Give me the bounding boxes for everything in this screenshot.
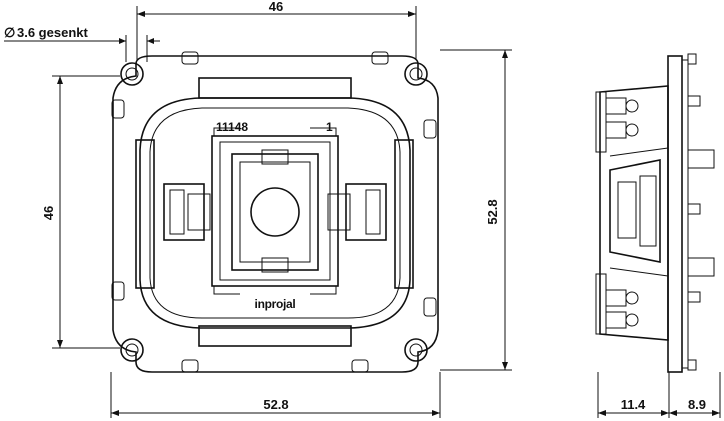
screw-hole-bottom-left bbox=[120, 338, 144, 362]
right-bar bbox=[394, 139, 414, 289]
right-latch bbox=[327, 183, 387, 241]
part-number: 11148 bbox=[216, 120, 248, 134]
dim-depth-2-label: 8.9 bbox=[688, 397, 706, 412]
dim-left-height-label: 46 bbox=[41, 206, 56, 220]
left-latch bbox=[163, 183, 211, 241]
dim-right-height bbox=[440, 49, 512, 371]
screw-hole-top-right bbox=[404, 62, 428, 86]
hole-symbol: ∅ bbox=[4, 25, 15, 40]
dim-bottom-width bbox=[110, 372, 441, 418]
screw-hole-top-left bbox=[120, 62, 144, 86]
left-bar bbox=[135, 139, 155, 289]
hole-label: 3.6 gesenkt bbox=[17, 25, 88, 40]
dim-side-depth bbox=[597, 372, 721, 418]
dim-right-height-label: 52.8 bbox=[485, 199, 500, 224]
side-view bbox=[595, 53, 715, 373]
bottom-bar bbox=[198, 325, 352, 347]
brand-logo: inprojal bbox=[255, 297, 296, 311]
dim-top-width-label: 46 bbox=[269, 0, 283, 14]
center-button bbox=[250, 187, 300, 237]
dim-depth-1-label: 11.4 bbox=[621, 397, 646, 412]
dim-bottom-width-label: 52.8 bbox=[263, 397, 288, 412]
variant-number: 1 bbox=[326, 120, 333, 134]
top-bar bbox=[198, 77, 352, 99]
clips bbox=[111, 51, 437, 373]
hole-leader bbox=[4, 35, 160, 62]
mechanism-outer bbox=[211, 135, 339, 287]
screw-hole-bottom-right bbox=[404, 338, 428, 362]
dim-left-height bbox=[52, 75, 120, 349]
mechanism-inner bbox=[231, 153, 319, 271]
dim-top-width bbox=[136, 6, 417, 60]
front-view bbox=[111, 51, 439, 373]
